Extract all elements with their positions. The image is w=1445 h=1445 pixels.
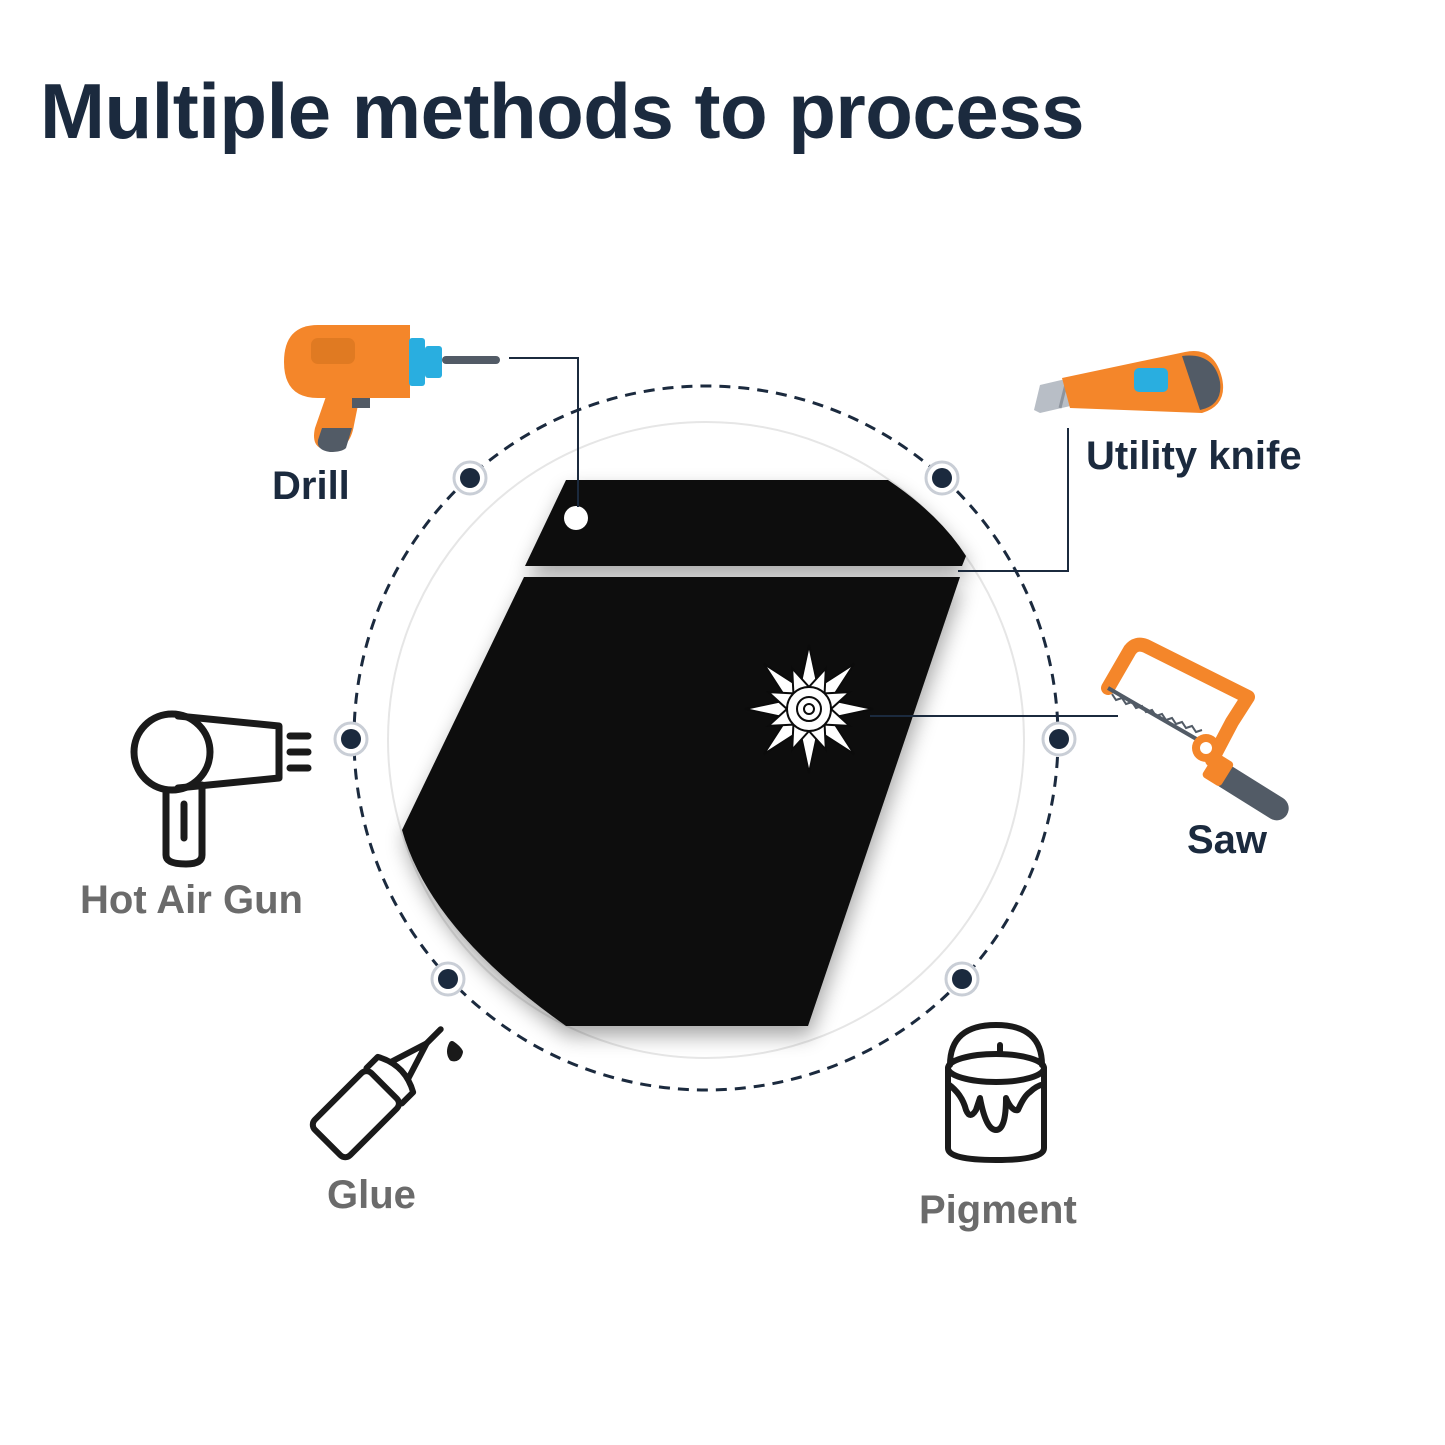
utility-knife-label: Utility knife: [1086, 434, 1302, 478]
paint-bucket-icon: [945, 1022, 1047, 1163]
drill-hole: [564, 506, 588, 530]
ring-node: [924, 460, 960, 496]
flower-icon: [744, 644, 874, 774]
ring-node: [944, 961, 980, 997]
acrylic-panel: [402, 480, 966, 1026]
pigment-label: Pigment: [919, 1188, 1077, 1232]
ring-node: [333, 721, 369, 757]
hacksaw-icon: [1101, 637, 1289, 821]
panel-main-body: [402, 577, 960, 1026]
glue-bottle-icon: [309, 1026, 463, 1161]
page-title: Multiple methods to process: [40, 67, 1084, 155]
hot-air-gun-label: Hot Air Gun: [80, 878, 303, 922]
drill-icon: [284, 325, 500, 452]
drill-label: Drill: [272, 464, 350, 508]
ring-node: [1041, 721, 1077, 757]
saw-label: Saw: [1187, 818, 1268, 862]
panel-top-strip: [525, 480, 966, 566]
knife-leader-line: [958, 428, 1069, 572]
inner-guide-circle: [387, 421, 1025, 1059]
drill-leader-line: [509, 357, 579, 507]
hair-dryer-icon: [130, 710, 312, 868]
ring-node: [430, 961, 466, 997]
ring-node: [452, 460, 488, 496]
utility-knife-icon: [1034, 351, 1224, 413]
glue-label: Glue: [327, 1173, 416, 1217]
